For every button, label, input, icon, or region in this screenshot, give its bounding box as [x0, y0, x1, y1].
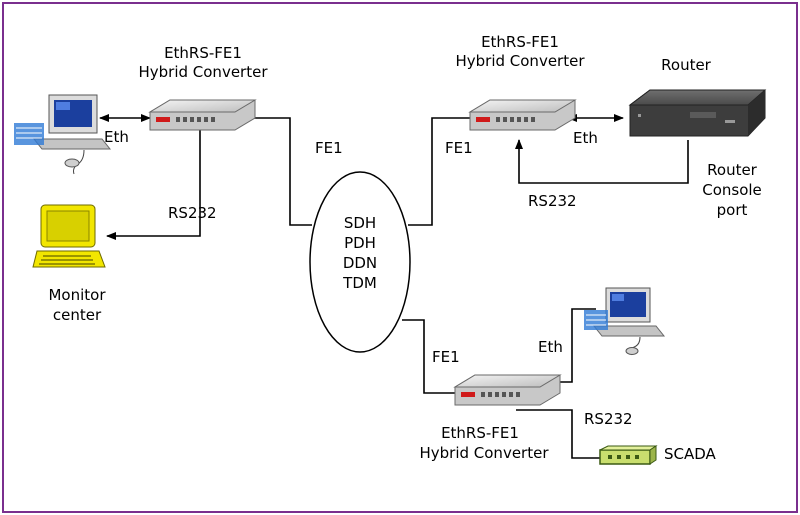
monitor-center-line-2: center: [53, 306, 102, 324]
converter-bottom-type: Hybrid Converter: [419, 444, 549, 462]
router-console-line-3: port: [717, 201, 748, 219]
label-fe1-bottom: FE1: [432, 348, 460, 366]
router-label: Router: [661, 56, 712, 74]
router-icon: [628, 89, 767, 137]
laptop-icon: [32, 204, 106, 268]
converter-top-left-icon: [148, 99, 257, 131]
label-rs232-left: RS232: [168, 204, 217, 222]
link-rs232-bottom: [516, 409, 600, 459]
label-eth-bottom: Eth: [538, 338, 563, 356]
network-label-pdh: PDH: [344, 234, 376, 252]
converter-top-right-icon: [468, 99, 577, 131]
link-fe1-left: [252, 117, 312, 226]
scada-device-icon: [599, 445, 658, 465]
converter-bottom-name: EthRS-FE1: [441, 424, 519, 442]
connection-lines: [99, 114, 689, 459]
network-label-sdh: SDH: [344, 214, 376, 232]
label-fe1-left: FE1: [315, 139, 343, 157]
monitor-center-line-1: Monitor: [48, 286, 106, 304]
router-console-line-1: Router: [707, 161, 758, 179]
workstation-bottom-icon: [584, 287, 666, 356]
converter-top-left-name: EthRS-FE1: [164, 44, 242, 62]
converter-top-left-type: Hybrid Converter: [138, 63, 268, 81]
scada-label: SCADA: [664, 445, 717, 463]
link-fe1-bottom: [402, 319, 457, 394]
converter-bottom-icon: [453, 374, 562, 406]
label-rs232-right: RS232: [528, 192, 577, 210]
label-rs232-bottom: RS232: [584, 410, 633, 428]
network-cloud: [309, 171, 411, 353]
converter-top-right-name: EthRS-FE1: [481, 33, 559, 51]
label-fe1-right: FE1: [445, 139, 473, 157]
router-console-line-2: Console: [702, 181, 762, 199]
link-rs232-right: [515, 139, 689, 184]
converter-top-right-type: Hybrid Converter: [455, 52, 585, 70]
label-eth-left: Eth: [104, 128, 129, 146]
network-label-tdm: TDM: [342, 274, 377, 292]
link-fe1-right: [408, 117, 473, 226]
network-label-ddn: DDN: [343, 254, 377, 272]
link-rs232-left: [106, 128, 201, 240]
workstation-left-icon: [14, 94, 112, 175]
label-eth-right: Eth: [573, 129, 598, 147]
